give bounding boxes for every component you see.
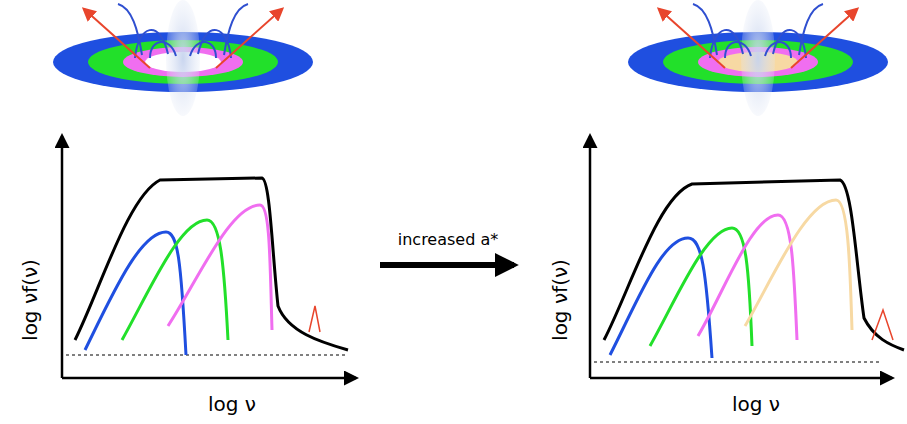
spectrum-plot-right <box>590 136 904 378</box>
field-line <box>710 30 743 58</box>
wind-arrow <box>84 9 150 68</box>
y-axis-label: log νf(ν) <box>549 259 571 341</box>
field-line <box>224 4 248 55</box>
accretion-disk-right <box>628 0 888 116</box>
wind-arrow <box>791 9 857 68</box>
field-line <box>150 42 176 58</box>
baseline <box>66 355 345 356</box>
spectrum-plot-left <box>62 136 356 378</box>
x-axis-label: log ν <box>208 393 256 415</box>
pink-component <box>168 205 272 330</box>
transition-label: increased a* <box>398 231 498 249</box>
iron-line <box>872 310 893 340</box>
y-axis-label: log νf(ν) <box>19 259 41 341</box>
x-axis <box>62 377 356 380</box>
iron-line <box>309 306 320 332</box>
field-line <box>198 30 231 58</box>
field-line <box>799 4 823 55</box>
field-line <box>765 42 791 58</box>
y-axis <box>61 136 64 378</box>
total-spectrum <box>604 180 904 350</box>
wind-arrow <box>216 9 282 68</box>
x-axis-label: log ν <box>732 393 780 415</box>
field-line <box>693 4 717 55</box>
wind-arrow <box>659 9 725 68</box>
baseline <box>594 362 880 363</box>
field-lines <box>118 4 248 58</box>
blue-component <box>610 238 712 358</box>
accretion-disk-left <box>53 0 313 116</box>
jet <box>166 0 200 116</box>
field-lines <box>693 4 823 58</box>
field-line <box>725 42 751 58</box>
green-component <box>122 220 228 340</box>
field-line <box>135 30 168 58</box>
field-line <box>773 30 806 58</box>
orange-component <box>745 200 852 330</box>
jet <box>741 0 775 116</box>
total-spectrum <box>75 178 348 350</box>
transition-arrow <box>380 262 514 268</box>
y-axis <box>589 136 592 378</box>
x-axis <box>590 377 892 380</box>
field-line <box>118 4 142 55</box>
field-line <box>190 42 216 58</box>
